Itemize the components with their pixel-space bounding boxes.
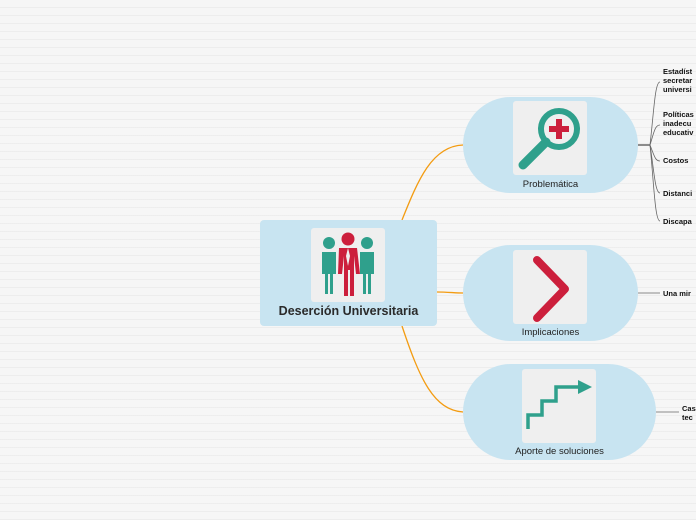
stairs-arrow-icon: [522, 369, 596, 443]
leaf-costos[interactable]: Costos: [663, 156, 689, 165]
leaf-discapacidad[interactable]: Discapa: [663, 217, 692, 226]
branch-label: Implicaciones: [521, 327, 580, 338]
leaf-line-4: [649, 144, 661, 194]
leaf-line-3: [649, 144, 661, 162]
leaf-una-mirada[interactable]: Una mir: [663, 289, 691, 298]
chevron-right-icon: [513, 250, 587, 324]
connector-to-aporte: [401, 325, 464, 413]
leaf-line-2: [649, 124, 661, 146]
leaf-distancia[interactable]: Distanci: [663, 189, 693, 198]
leaf-line-5: [649, 144, 661, 222]
people-group-icon: [311, 228, 385, 302]
branch-label: Aporte de soluciones: [515, 446, 604, 457]
branch-implicaciones[interactable]: Implicaciones: [463, 245, 638, 341]
leaf-estadisticas[interactable]: Estadíst secretar universi: [663, 67, 693, 94]
leaf-politicas[interactable]: Políticas inadecu educativ: [663, 110, 694, 137]
leaf-line-1: [649, 81, 661, 146]
connector-to-problematica: [401, 144, 464, 221]
central-title: Deserción Universitaria: [278, 304, 419, 318]
leaf-casos[interactable]: Cas tec: [682, 404, 696, 422]
branch-problematica[interactable]: Problemática: [463, 97, 638, 193]
connector-to-implicaciones: [436, 291, 464, 294]
central-topic[interactable]: Deserción Universitaria: [260, 220, 437, 326]
branch-aporte-de-soluciones[interactable]: Aporte de soluciones: [463, 364, 656, 460]
magnifier-plus-icon: [513, 101, 587, 175]
branch-label: Problemática: [522, 179, 579, 190]
